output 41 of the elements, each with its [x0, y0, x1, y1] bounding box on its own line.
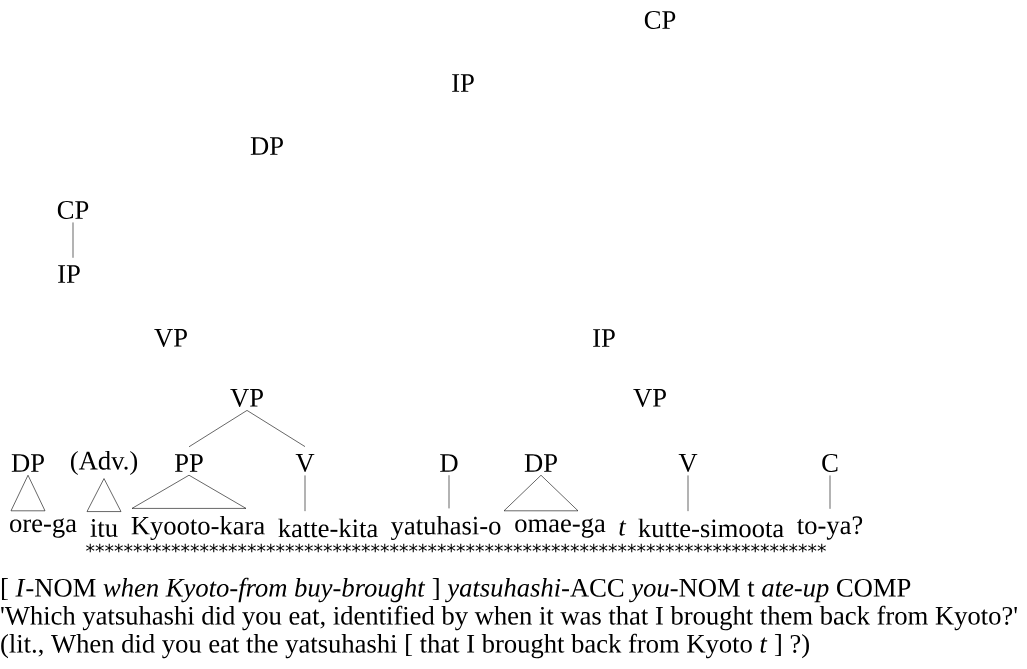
category-label: DP: [11, 454, 44, 472]
word: omae-ga: [515, 518, 606, 538]
tree-branch: [188, 410, 248, 448]
category-label: VP: [633, 389, 666, 407]
triangle-branch: [131, 474, 247, 509]
triangle-branch: [10, 474, 46, 512]
tree-branch: [829, 475, 831, 510]
category-label: VP: [230, 389, 263, 407]
triangle-branch: [86, 478, 122, 512]
triangle-branch: [503, 474, 579, 512]
translation-line: 'Which yatsuhashi did you eat, identified by when it was that I brought them back from Kyoto?': [1, 605, 1017, 631]
word: Kyooto-kara: [131, 515, 265, 541]
literal-translation-line: (lit., When did you eat the yatsuhashi [ that I brought back from Kyoto t ] ?): [1, 633, 809, 659]
tree-branch: [304, 475, 306, 512]
category-label: PP: [175, 454, 203, 472]
category-label: (Adv.): [70, 450, 138, 476]
word: katte-kita: [278, 518, 378, 538]
category-label: IP: [452, 74, 474, 92]
gloss-line: [ I-NOM when Kyoto-from buy-brought ] yatsuhashi-ACC you-NOM t ate-up COMP: [2, 577, 911, 603]
category-label: IP: [58, 265, 80, 283]
category-label: CP: [57, 201, 89, 219]
category-label: CP: [644, 11, 676, 29]
tree-branch: [448, 474, 450, 509]
category-label: IP: [593, 329, 615, 347]
word: to-ya?: [797, 516, 863, 540]
category-label: C: [822, 454, 838, 472]
word: kutte-simoota: [638, 518, 784, 538]
category-label: V: [678, 454, 698, 472]
word: ore-ga: [10, 518, 77, 538]
category-label: DP: [524, 454, 557, 472]
category-label: V: [295, 454, 315, 472]
word: itu: [90, 519, 118, 537]
tree-branch: [687, 475, 689, 512]
category-label: VP: [154, 329, 187, 347]
tree-branch: [246, 410, 306, 447]
category-label: DP: [250, 137, 283, 155]
category-label: D: [440, 454, 458, 472]
word: yatuhasi-o: [390, 515, 501, 541]
tree-branch: [72, 222, 74, 259]
word: t: [619, 520, 627, 536]
asterisk-row: ⁎⁎⁎⁎⁎⁎⁎⁎⁎⁎⁎⁎⁎⁎⁎⁎⁎⁎⁎⁎⁎⁎⁎⁎⁎⁎⁎⁎⁎⁎⁎⁎⁎⁎⁎⁎⁎⁎⁎⁎⁎⁎⁎⁎⁎⁎⁎⁎⁎⁎⁎⁎⁎⁎⁎⁎⁎⁎⁎⁎⁎⁎⁎⁎⁎⁎⁎⁎⁎⁎⁎⁎⁎⁎⁎⁎⁎⁎: [86, 543, 826, 553]
